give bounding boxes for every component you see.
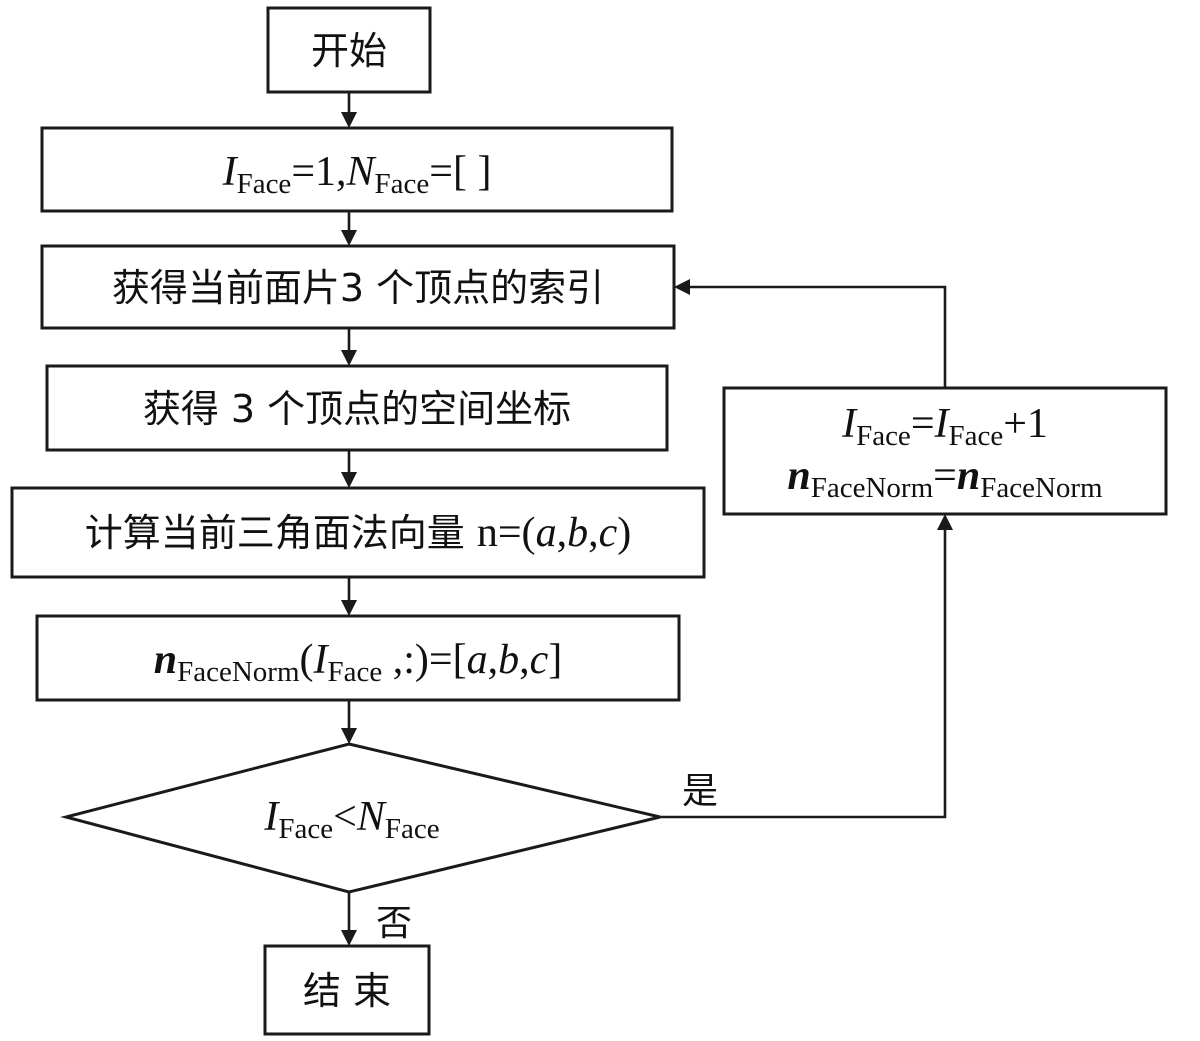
init-formula: IFace=1,NFace=[ ] <box>222 149 492 200</box>
connector-loop-back <box>690 285 947 388</box>
arrowhead-normal-store <box>341 600 357 616</box>
arrowhead-loop-indices <box>674 279 690 295</box>
start-label: 开始 <box>311 29 387 73</box>
get-indices-box <box>40 244 676 330</box>
yes-label: 是 <box>682 771 718 812</box>
arrowhead-yes-increment <box>937 514 953 530</box>
decision-condition: IFace<NFace <box>263 794 439 845</box>
increment-box <box>722 386 1168 516</box>
arrowhead-no-end <box>341 930 357 946</box>
arrowhead-coords-normal <box>341 472 357 488</box>
start-box <box>266 6 432 94</box>
get-coords-box <box>45 364 669 452</box>
arrowhead-start-init <box>341 112 357 128</box>
connector-yes-branch <box>660 530 947 819</box>
init-box <box>40 126 674 213</box>
end-box <box>263 944 431 1036</box>
no-label: 否 <box>376 903 412 944</box>
get-coords-label: 获得 3 个顶点的空间坐标 <box>143 387 571 431</box>
arrowhead-init-indices <box>341 230 357 246</box>
increment-line2: nFaceNorm=nFaceNorm <box>787 453 1103 504</box>
store-normal-formula: nFaceNorm(IFace ,:)=[a,b,c] <box>154 637 563 688</box>
compute-normal-label: 计算当前三角面法向量 n=(a,b,c) <box>85 510 631 556</box>
arrowhead-store-decision <box>341 728 357 744</box>
compute-normal-box <box>10 486 706 579</box>
get-indices-label: 获得当前面片3 个顶点的索引 <box>112 266 604 310</box>
arrowhead-indices-coords <box>341 350 357 366</box>
store-normal-box <box>35 614 681 702</box>
end-label: 结 束 <box>303 969 391 1013</box>
increment-line1: IFace=IFace+1 <box>841 401 1048 452</box>
